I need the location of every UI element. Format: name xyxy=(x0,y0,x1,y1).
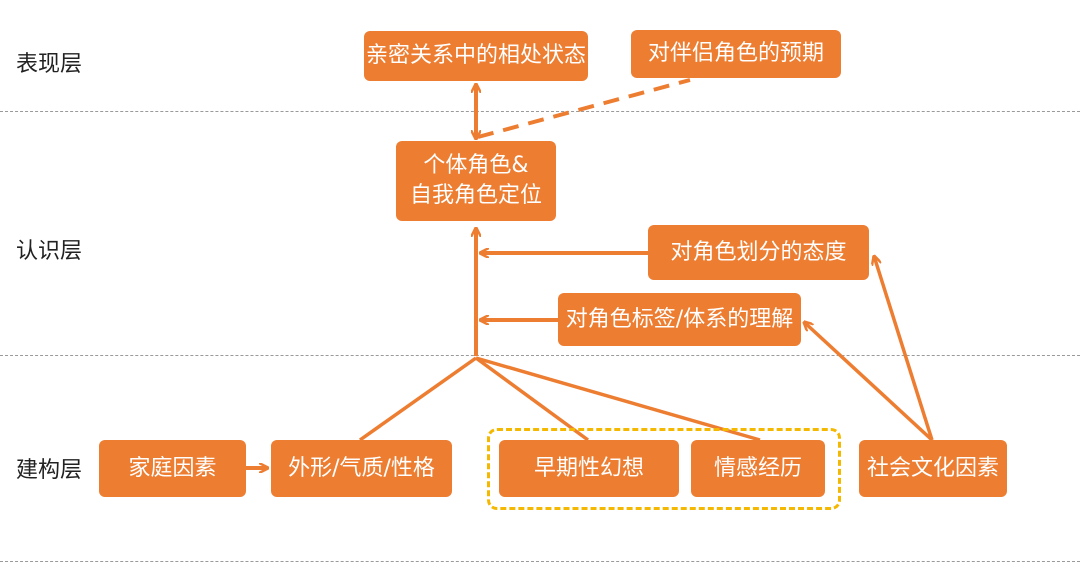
node-division-attitude: 对角色划分的态度 xyxy=(648,225,869,280)
node-self-role: 个体角色& 自我角色定位 xyxy=(396,141,556,221)
layer-divider-top xyxy=(0,111,1080,112)
node-emotional-experience: 情感经历 xyxy=(691,440,825,497)
connector-appearance xyxy=(358,356,478,442)
node-self-role-line1: 个体角色& xyxy=(423,153,529,178)
node-partner-expectation: 对伴侣角色的预期 xyxy=(631,30,841,78)
dashed-group-personal-experience xyxy=(487,428,841,510)
node-self-role-line2: 自我角色定位 xyxy=(409,183,542,208)
layer-label-cognition: 认识层 xyxy=(16,239,83,264)
connector-social-to-attitude xyxy=(874,256,934,441)
node-label-understanding: 对角色标签/体系的理解 xyxy=(558,293,801,346)
node-early-fantasy: 早期性幻想 xyxy=(499,440,679,497)
layer-divider-middle xyxy=(0,355,1080,356)
connector-early-fantasy xyxy=(474,356,590,442)
connector-emotional-experience xyxy=(475,356,761,442)
layer-label-presentation: 表现层 xyxy=(16,52,83,77)
node-family: 家庭因素 xyxy=(99,440,246,497)
node-social-culture: 社会文化因素 xyxy=(859,440,1007,497)
connector-social-to-label xyxy=(804,322,934,442)
layer-divider-bottom xyxy=(0,561,1080,562)
layer-label-construction: 建构层 xyxy=(16,458,83,483)
node-intimacy-state: 亲密关系中的相处状态 xyxy=(364,31,588,81)
connector-partner-expectation-dashed xyxy=(477,78,691,139)
node-appearance: 外形/气质/性格 xyxy=(271,440,452,497)
